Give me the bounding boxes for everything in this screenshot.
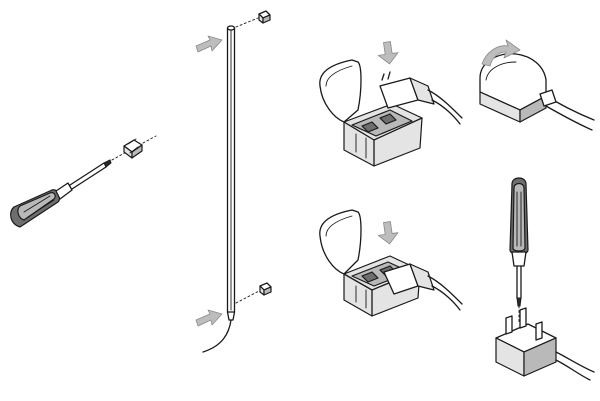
rotate-arrow-icon bbox=[481, 39, 521, 67]
uk-plug-icon bbox=[495, 307, 595, 381]
plug-icon bbox=[379, 71, 463, 125]
closed-plug-icon bbox=[479, 53, 595, 131]
down-arrow-icon bbox=[377, 41, 399, 65]
step-screwdriver-clip bbox=[10, 135, 157, 228]
down-arrow-icon bbox=[377, 221, 399, 245]
push-arrow-icon bbox=[195, 35, 223, 53]
rod-icon bbox=[202, 25, 236, 353]
clip-icon bbox=[258, 10, 271, 24]
screwdriver-icon bbox=[10, 159, 112, 228]
plug-housing-icon bbox=[319, 59, 423, 167]
clip-icon bbox=[259, 282, 272, 296]
plug-icon bbox=[383, 263, 463, 311]
step-plug-insert-open bbox=[319, 41, 463, 167]
step-rod-mounting bbox=[195, 10, 272, 353]
step-plug-insert-second bbox=[319, 209, 463, 317]
step-plug-lid-close bbox=[479, 39, 595, 131]
plug-housing-icon bbox=[319, 209, 421, 317]
screwdriver-icon bbox=[509, 177, 529, 307]
cable-clip-icon bbox=[123, 138, 143, 159]
push-arrow-icon bbox=[195, 309, 223, 327]
step-screw-plug bbox=[495, 177, 595, 381]
